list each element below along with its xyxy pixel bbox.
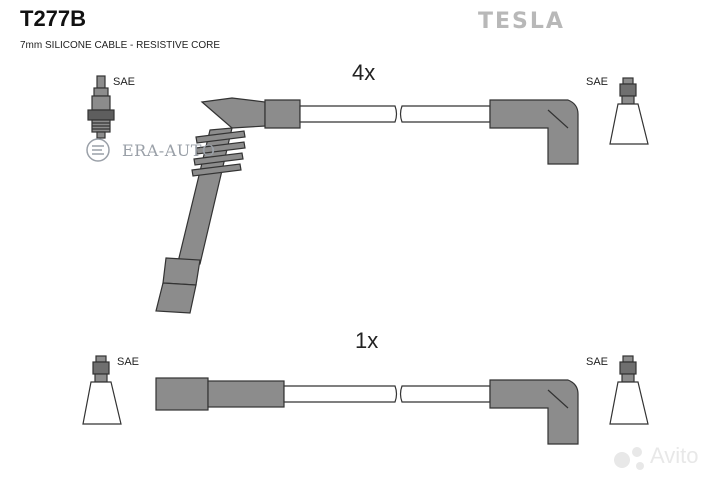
coil-boot-angled (155, 97, 301, 314)
plug-boot-right-bottom (489, 379, 579, 445)
era-auto-watermark: ERA-AUTO (122, 141, 216, 160)
spark-plug-icon (87, 75, 115, 139)
top-cable (299, 105, 491, 123)
bottom-right-sae-label: SAE (586, 356, 609, 368)
coil-boot-straight (155, 377, 285, 411)
bottom-left-sae-label: SAE (117, 356, 140, 368)
plug-boot-right-top (489, 99, 579, 165)
avito-logo-icon (614, 447, 644, 470)
cable-spec: 7mm SILICONE CABLE - RESISTIVE CORE (20, 40, 221, 51)
brand-logo: TESLA (478, 9, 565, 34)
avito-watermark: Avito (650, 443, 699, 468)
bottom-cable (283, 385, 491, 403)
top-quantity: 4x (352, 60, 376, 85)
sae-terminal-icon-bottom-right (609, 355, 649, 425)
part-code: T277B (20, 6, 87, 31)
sae-terminal-icon-top-right (609, 77, 649, 145)
top-left-sae-label: SAE (113, 76, 136, 88)
sae-terminal-icon-bottom-left (82, 355, 122, 425)
top-right-sae-label: SAE (586, 76, 609, 88)
bottom-quantity: 1x (355, 328, 379, 353)
era-logo-icon (86, 138, 110, 162)
